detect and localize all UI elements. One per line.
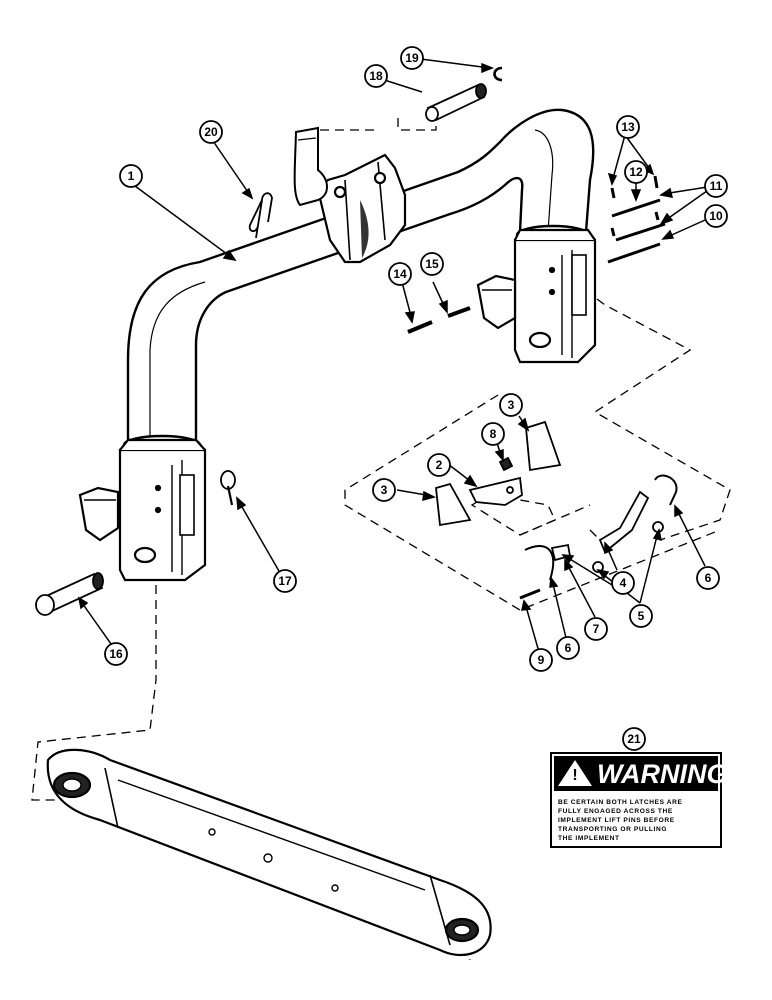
pin-12 — [611, 198, 661, 218]
callout-21: 21 — [622, 727, 646, 751]
bracket-6-right — [654, 474, 678, 506]
leader-lines — [77, 57, 715, 660]
svg-text:21: 21 — [627, 732, 641, 746]
bushing-5b — [592, 561, 604, 573]
pin-11 — [615, 222, 666, 242]
bracket-6-left — [524, 545, 555, 581]
cotter-pin-13a — [610, 187, 616, 199]
warning-triangle-icon: ! — [558, 760, 592, 786]
callout-2: 2 — [427, 453, 451, 477]
callout-8: 8 — [481, 422, 505, 446]
warning-title: WARNING — [597, 759, 728, 789]
callout-16: 16 — [104, 642, 128, 666]
warning-line-5: THE IMPLEMENT — [558, 835, 620, 842]
warning-decal: ! WARNING BE CERTAIN BOTH LATCHES ARE FU… — [550, 752, 728, 848]
callout-13: 13 — [616, 115, 640, 139]
svg-text:7: 7 — [593, 622, 600, 636]
svg-text:17: 17 — [278, 574, 292, 588]
roll-pin-15 — [447, 306, 471, 318]
latch-plate-2 — [468, 476, 523, 506]
svg-text:6: 6 — [565, 641, 572, 655]
callout-7: 7 — [584, 617, 608, 641]
callout-12: 12 — [624, 160, 648, 184]
callout-14: 14 — [388, 262, 412, 286]
roll-pin-14 — [407, 320, 433, 334]
callout-19: 19 — [400, 46, 424, 70]
svg-text:18: 18 — [369, 69, 383, 83]
warning-line-3: IMPLEMENT LIFT PINS BEFORE — [558, 817, 675, 824]
callout-4: 4 — [611, 571, 635, 595]
callout-6a: 6 — [696, 566, 720, 590]
lower-link-arm — [46, 748, 492, 957]
svg-text:14: 14 — [393, 267, 407, 281]
svg-text:!: ! — [572, 767, 577, 784]
plate-3-right — [525, 420, 562, 472]
svg-text:20: 20 — [204, 125, 218, 139]
small-parts — [35, 66, 678, 616]
warning-line-1: BE CERTAIN BOTH LATCHES ARE — [558, 799, 683, 806]
callout-3b: 3 — [499, 393, 523, 417]
warning-line-2: FULLY ENGAGED ACROSS THE — [558, 808, 673, 815]
callout-11: 11 — [704, 174, 728, 198]
callout-9: 9 — [529, 648, 553, 672]
svg-text:9: 9 — [538, 653, 545, 667]
callout-6b: 6 — [556, 636, 580, 660]
callout-15: 15 — [420, 252, 444, 276]
svg-text:16: 16 — [109, 647, 123, 661]
svg-text:3: 3 — [381, 483, 388, 497]
svg-text:10: 10 — [709, 209, 723, 223]
svg-text:15: 15 — [425, 257, 439, 271]
callout-10: 10 — [704, 204, 728, 228]
svg-text:2: 2 — [436, 458, 443, 472]
pin-10 — [607, 242, 661, 264]
svg-text:4: 4 — [620, 576, 627, 590]
center-bracket — [316, 153, 407, 264]
svg-text:8: 8 — [490, 427, 497, 441]
left-hook-bracket — [78, 438, 207, 582]
svg-text:12: 12 — [629, 165, 643, 179]
svg-text:6: 6 — [705, 571, 712, 585]
pin-16 — [35, 572, 104, 616]
pin-9 — [519, 588, 541, 600]
pin-18 — [425, 83, 487, 122]
latch-bar-4 — [598, 490, 650, 554]
right-hook-bracket — [476, 228, 597, 364]
callout-3a: 3 — [372, 478, 396, 502]
cotter-pin-11a — [610, 227, 616, 237]
hair-pin-20 — [248, 192, 273, 239]
svg-text:19: 19 — [405, 51, 419, 65]
callout-1: 1 — [119, 164, 143, 188]
plate-3-left — [435, 482, 472, 527]
center-latch — [293, 126, 328, 207]
clip-ring-19 — [493, 66, 503, 82]
warning-line-4: TRANSPORTING OR PULLING — [558, 826, 667, 833]
cotter-pin-11b — [654, 211, 660, 221]
svg-text:5: 5 — [638, 609, 645, 623]
callout-5: 5 — [629, 604, 653, 628]
callout-20: 20 — [199, 120, 223, 144]
svg-text:11: 11 — [710, 179, 723, 193]
callouts: 1 2 3 3 4 5 6 6 7 8 9 10 11 12 13 14 15 … — [104, 46, 728, 751]
svg-text:3: 3 — [508, 398, 515, 412]
callout-17: 17 — [273, 569, 297, 593]
cotter-pin-13b — [653, 175, 659, 189]
nut-8 — [498, 456, 514, 472]
svg-text:13: 13 — [621, 120, 635, 134]
callout-18: 18 — [364, 64, 388, 88]
lynch-pin-17 — [220, 470, 236, 506]
svg-text:1: 1 — [128, 169, 135, 183]
